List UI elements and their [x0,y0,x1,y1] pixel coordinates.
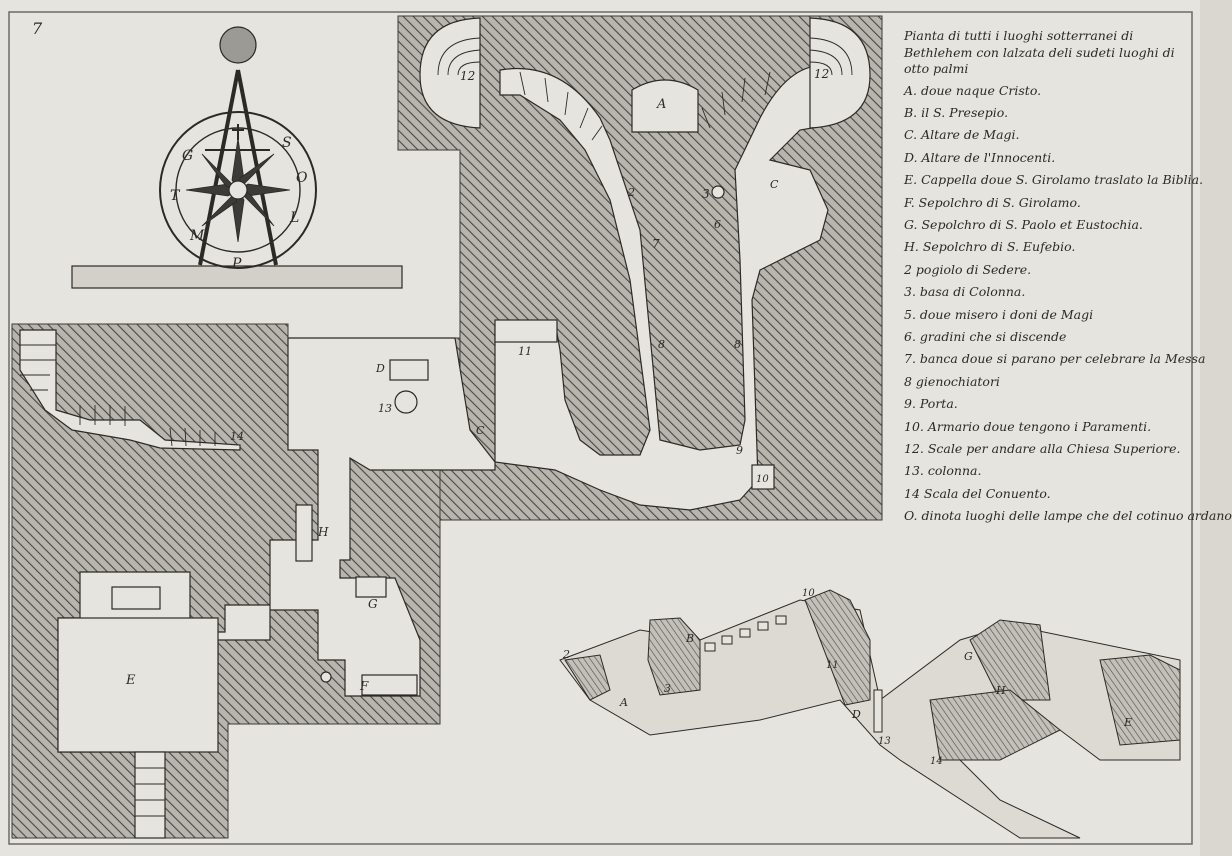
slot-h [295,504,313,562]
compass-letter-s: S [282,135,292,151]
elev-label-11: 11 [826,660,839,671]
page-number: 7 [32,19,43,38]
plan-label-8-left: 8 [658,338,665,351]
elevation-walls-e [1099,654,1181,746]
plan-label-12-right: 12 [814,67,829,81]
plan-label-c-lower: C [476,424,485,437]
plan-label-9: 9 [736,444,743,457]
legend-item-g: G. Sepolchro di S. Paolo et Eustochia. [904,216,1143,232]
block-e-top [111,586,161,610]
compass-rose: S O L P M T G [71,26,403,289]
legend-item-3: 3. basa di Colonna. [904,284,1026,300]
cupboard-10 [751,464,775,490]
legend-item-6: 6. gradini che si discende [904,328,1067,344]
elev-label-a: A [619,696,628,709]
altar-g [355,576,387,598]
plate-border [8,11,1193,845]
legend-title: Pianta di tutti i luoghi sotterranei di … [904,28,1175,76]
elev-label-2: 2 [562,648,570,661]
legend-item-o: O. dinota luoghi delle lampe che del cot… [904,508,1232,524]
lamp-o [320,671,332,683]
compass-letter-l: L [289,210,299,226]
legend: Pianta di tutti i luoghi sotterranei di … [904,28,1232,528]
elevation-wall-long [929,689,1061,761]
chapel-e [57,617,219,753]
plan-label-a: A [656,97,666,112]
legend-item-2: 2 pogiolo di Sedere. [904,261,1032,277]
legend-item-12: 12. Scale per andare alla Chiesa Superio… [904,441,1181,456]
legend-item-10: 10. Armario doue tengono i Paramenti. [904,418,1152,434]
altar-niche-a [631,79,699,133]
plan-label-14: 14 [230,430,244,443]
plan-label-e: E [125,673,136,688]
floor-plan [11,15,883,839]
elev-label-13: 13 [878,736,891,747]
compass-letter-p: P [231,256,242,272]
elevation-walls-mid [804,589,871,706]
legend-item-14: 14 Scala del Conuento. [904,485,1051,501]
elevation-walls-right [969,619,1051,701]
elev-label-3: 3 [664,682,671,695]
legend-item-d: D. Altare de l'Innocenti. [904,149,1056,165]
elevation-view [559,589,1181,839]
compass-ball [219,26,257,64]
stair-treads [20,37,853,817]
plan-label-d: D [375,362,385,375]
legend-item-5: 5. doue misero i doni de Magi [904,306,1094,322]
legend-item-9: 9. Porta. [904,396,958,412]
right-stair-semicircle [809,17,871,129]
plan-label-8-right: 8 [734,338,741,351]
plan-label-h: H [317,525,329,539]
sepulchre-f [361,674,418,696]
left-stair-semicircle [419,17,481,129]
elev-label-b: B [685,632,694,645]
plan-label-11: 11 [518,345,532,358]
legend-item-f: F. Sepolchro di S. Girolamo. [904,194,1081,210]
legend-item-7: 7. banca doue si parano per celebrare la… [904,351,1206,367]
elev-label-14: 14 [930,756,943,767]
plan-label-7: 7 [652,237,660,251]
column-13 [394,390,418,414]
block-d [389,359,429,381]
elev-label-d: D [851,708,861,721]
elevation-kneelers [704,615,787,652]
plan-label-f: F [359,679,369,693]
legend-item-a: A. doue naque Cristo. [904,82,1042,98]
plan-label-3: 3 [702,187,710,201]
elevation-vault-b [647,617,701,696]
plan-label-12-left: 12 [460,69,475,83]
plan-label-6: 6 [714,218,721,231]
elevation-walls-left [564,654,611,701]
elev-label-h: H [995,684,1006,697]
plan-label-2: 2 [627,186,635,199]
compass-letter-g: G [182,148,193,164]
compass-letter-m: M [189,228,205,244]
elev-label-g: G [964,650,973,663]
elev-label-10: 10 [802,588,815,599]
compass-letter-o: O [296,170,308,186]
elevation-column [873,689,883,733]
stair-passage [19,329,241,451]
plan-label-c: C [770,178,779,191]
plan-labels: A 12 12 C 3 2 6 7 8 8 9 10 11 D 13 C 14 … [125,67,829,693]
elevation-labels: 2 A B 3 10 11 D 13 14 G H E [562,588,1132,767]
column-base-3 [711,185,725,199]
block-11 [494,319,558,343]
elev-label-e: E [1123,716,1132,729]
legend-item-h: H. Sepolchro di S. Eufebio. [904,239,1076,255]
engraving-artwork: 7 [8,11,1193,845]
legend-item-13: 13. colonna. [904,463,982,479]
plan-label-g: G [368,597,378,611]
legend-item-e: E. Cappella doue S. Girolamo traslato la… [904,172,1204,188]
stair-south [134,751,166,839]
compass-letter-t: T [170,188,181,204]
compass-base [71,265,403,289]
plan-label-10: 10 [756,474,769,485]
legend-item-b: B. il S. Presepio. [904,104,1009,120]
legend-item-c: C. Altare de Magi. [904,127,1020,143]
legend-item-8: 8 gienochiatori [904,373,1000,389]
plan-label-13: 13 [378,402,392,415]
